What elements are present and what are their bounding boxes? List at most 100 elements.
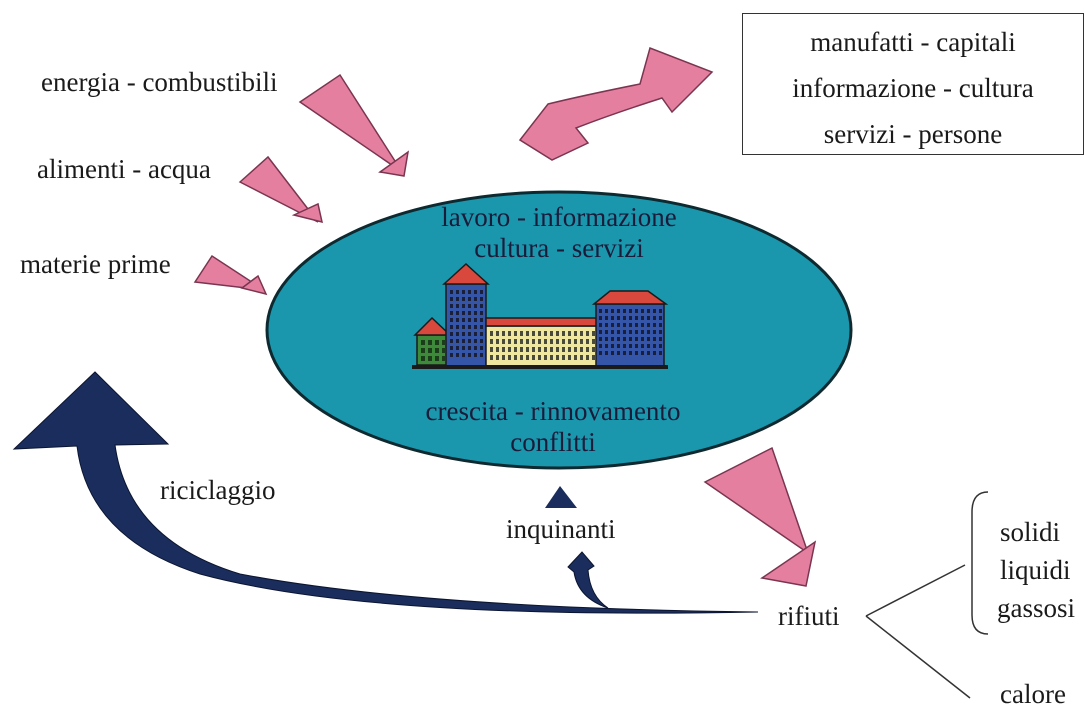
building-window — [611, 351, 614, 355]
building-window — [474, 325, 477, 329]
building-window — [456, 353, 459, 357]
building-window — [435, 356, 439, 361]
building-window — [556, 339, 559, 344]
building-window — [474, 290, 477, 294]
building-window — [442, 356, 446, 361]
building-window — [641, 351, 644, 355]
building-window — [462, 346, 465, 350]
building-window — [468, 346, 471, 350]
building-window — [502, 339, 505, 344]
building-window — [629, 323, 632, 327]
building-window — [592, 347, 595, 352]
building-window — [450, 304, 453, 308]
building-window — [574, 347, 577, 352]
building-window — [659, 344, 662, 348]
building-window — [562, 347, 565, 352]
building-window — [623, 330, 626, 334]
building-window — [635, 351, 638, 355]
food-water-label: alimenti - acqua — [37, 154, 211, 184]
recycling-label: riciclaggio — [160, 475, 276, 505]
building-window — [514, 355, 517, 360]
building-window — [562, 339, 565, 344]
building-window — [659, 323, 662, 327]
building-window — [580, 355, 583, 360]
raw-materials-label: materie prime — [20, 249, 171, 279]
building-window — [456, 318, 459, 322]
building-window — [586, 331, 589, 336]
building-window — [490, 339, 493, 344]
building-window — [456, 346, 459, 350]
building-window — [653, 344, 656, 348]
building-window — [474, 304, 477, 308]
building-window — [450, 325, 453, 329]
building-window — [502, 331, 505, 336]
building-window — [641, 337, 644, 341]
building-window — [502, 355, 505, 360]
building-window — [550, 339, 553, 344]
right-building — [595, 303, 665, 367]
food-input-arrow — [238, 155, 319, 223]
building-window — [623, 316, 626, 320]
building-window — [647, 344, 650, 348]
raw-materials-input-arrowhead — [240, 274, 268, 296]
liquids-label: liquidi — [1000, 555, 1071, 585]
building-window — [617, 344, 620, 348]
building-window — [653, 337, 656, 341]
building-window — [456, 311, 459, 315]
building-window — [442, 340, 446, 345]
building-window — [605, 309, 608, 313]
building-window — [623, 337, 626, 341]
building-window — [428, 340, 432, 345]
building-window — [629, 351, 632, 355]
building-window — [462, 332, 465, 336]
building-window — [635, 330, 638, 334]
building-window — [635, 323, 638, 327]
building-window — [605, 344, 608, 348]
center-line-4: conflitti — [510, 427, 596, 458]
building-window — [544, 355, 547, 360]
building-window — [435, 348, 439, 353]
building-window — [421, 348, 425, 353]
building-window — [544, 339, 547, 344]
building-window — [450, 297, 453, 301]
building-window — [568, 347, 571, 352]
building-window — [629, 316, 632, 320]
building-window — [629, 330, 632, 334]
building-window — [468, 297, 471, 301]
building-window — [659, 351, 662, 355]
building-window — [538, 355, 541, 360]
building-window — [605, 316, 608, 320]
building-window — [635, 337, 638, 341]
building-window — [568, 339, 571, 344]
building-window — [462, 297, 465, 301]
building-window — [474, 353, 477, 357]
small-house-roof — [413, 316, 452, 336]
building-window — [532, 331, 535, 336]
output-item: informazione - cultura — [792, 73, 1034, 103]
heat-label: calore — [1000, 679, 1066, 709]
building-window — [647, 316, 650, 320]
building-window — [474, 311, 477, 315]
building-window — [428, 348, 432, 353]
building-window — [468, 353, 471, 357]
building-window — [468, 332, 471, 336]
city-buildings — [412, 262, 669, 369]
building-window — [450, 339, 453, 343]
building-window — [421, 356, 425, 361]
building-window — [599, 323, 602, 327]
building-window — [635, 309, 638, 313]
building-window — [538, 347, 541, 352]
building-window — [617, 323, 620, 327]
building-window — [526, 331, 529, 336]
building-window — [468, 311, 471, 315]
building-window — [659, 309, 662, 313]
building-window — [647, 337, 650, 341]
building-window — [653, 316, 656, 320]
building-window — [490, 347, 493, 352]
building-window — [474, 297, 477, 301]
building-window — [623, 309, 626, 313]
building-window — [468, 318, 471, 322]
building-window — [580, 339, 583, 344]
building-window — [617, 351, 620, 355]
building-window — [520, 339, 523, 344]
